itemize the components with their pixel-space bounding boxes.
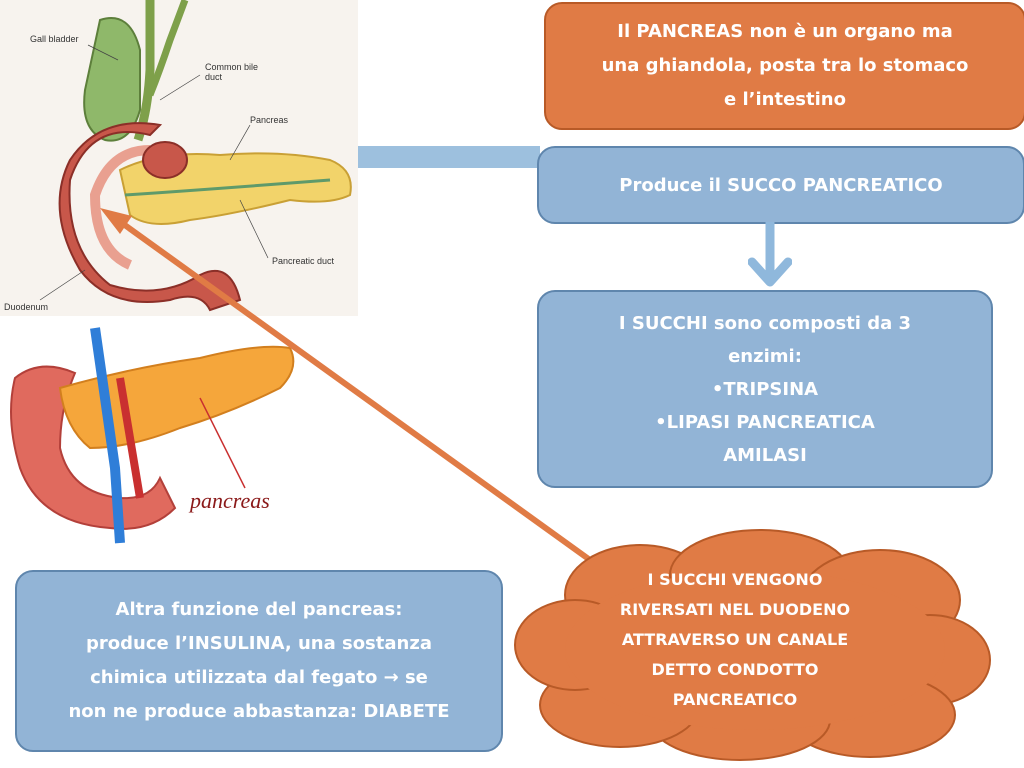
anatomy-drawing [39,0,352,312]
label-pancreatic-duct: Pancreatic duct [272,256,335,266]
cloud-line-5: PANCREATICO [672,690,798,709]
definition-line-3: e l’intestino [724,89,846,110]
enzymes-line-5: AMILASI [723,444,807,466]
pancreas-illustration [10,327,295,544]
label-common-bile-duct-2: duct [205,72,223,82]
label-common-bile-duct: Common bile [205,62,259,72]
insulin-line-3: chimica utilizzata dal fegato → se [90,667,428,688]
pancreas-caption: pancreas [190,488,270,513]
insulin-line-4: non ne produce abbastanza: DIABETE [68,701,450,722]
enzymes-box: I SUCCHI sono composti da 3 enzimi: •TRI… [537,290,993,488]
definition-line-1: Il PANCREAS non è un organo ma [617,21,953,42]
cloud-text: I SUCCHI VENGONO RIVERSATI NEL DUODENO A… [570,555,900,725]
label-duodenum: Duodenum [4,302,49,312]
cloud-line-4: DETTO CONDOTTO [651,660,819,679]
insulin-line-1: Altra funzione del pancreas: [115,599,403,620]
cloud-line-3: ATTRAVERSO UN CANALE [621,630,849,649]
cloud-line-2: RIVERSATI NEL DUODENO [619,600,851,619]
pancreatic-juice-box: Produce il SUCCO PANCREATICO [537,146,1024,224]
enzymes-line-4: •LIPASI PANCREATICA [655,411,875,433]
label-pancreas: Pancreas [250,115,289,125]
enzymes-line-1: I SUCCHI sono composti da 3 [618,312,912,334]
connector-bar [358,146,540,168]
definition-line-2: una ghiandola, posta tra lo stomaco [601,55,969,76]
pancreatic-juice-text: Produce il SUCCO PANCREATICO [619,174,943,196]
insulin-line-2: produce l’INSULINA, una sostanza [86,633,432,654]
cloud-line-1: I SUCCHI VENGONO [647,570,823,589]
down-arrow-icon [748,222,792,287]
enzymes-line-2: enzimi: [728,345,802,367]
insulin-box: Altra funzione del pancreas: produce l’I… [15,570,503,752]
pancreas-definition-box: Il PANCREAS non è un organo ma una ghian… [544,2,1024,130]
cloud-shape [514,529,991,761]
label-gall-bladder: Gall bladder [30,34,79,44]
enzymes-line-3: •TRIPSINA [711,378,819,400]
